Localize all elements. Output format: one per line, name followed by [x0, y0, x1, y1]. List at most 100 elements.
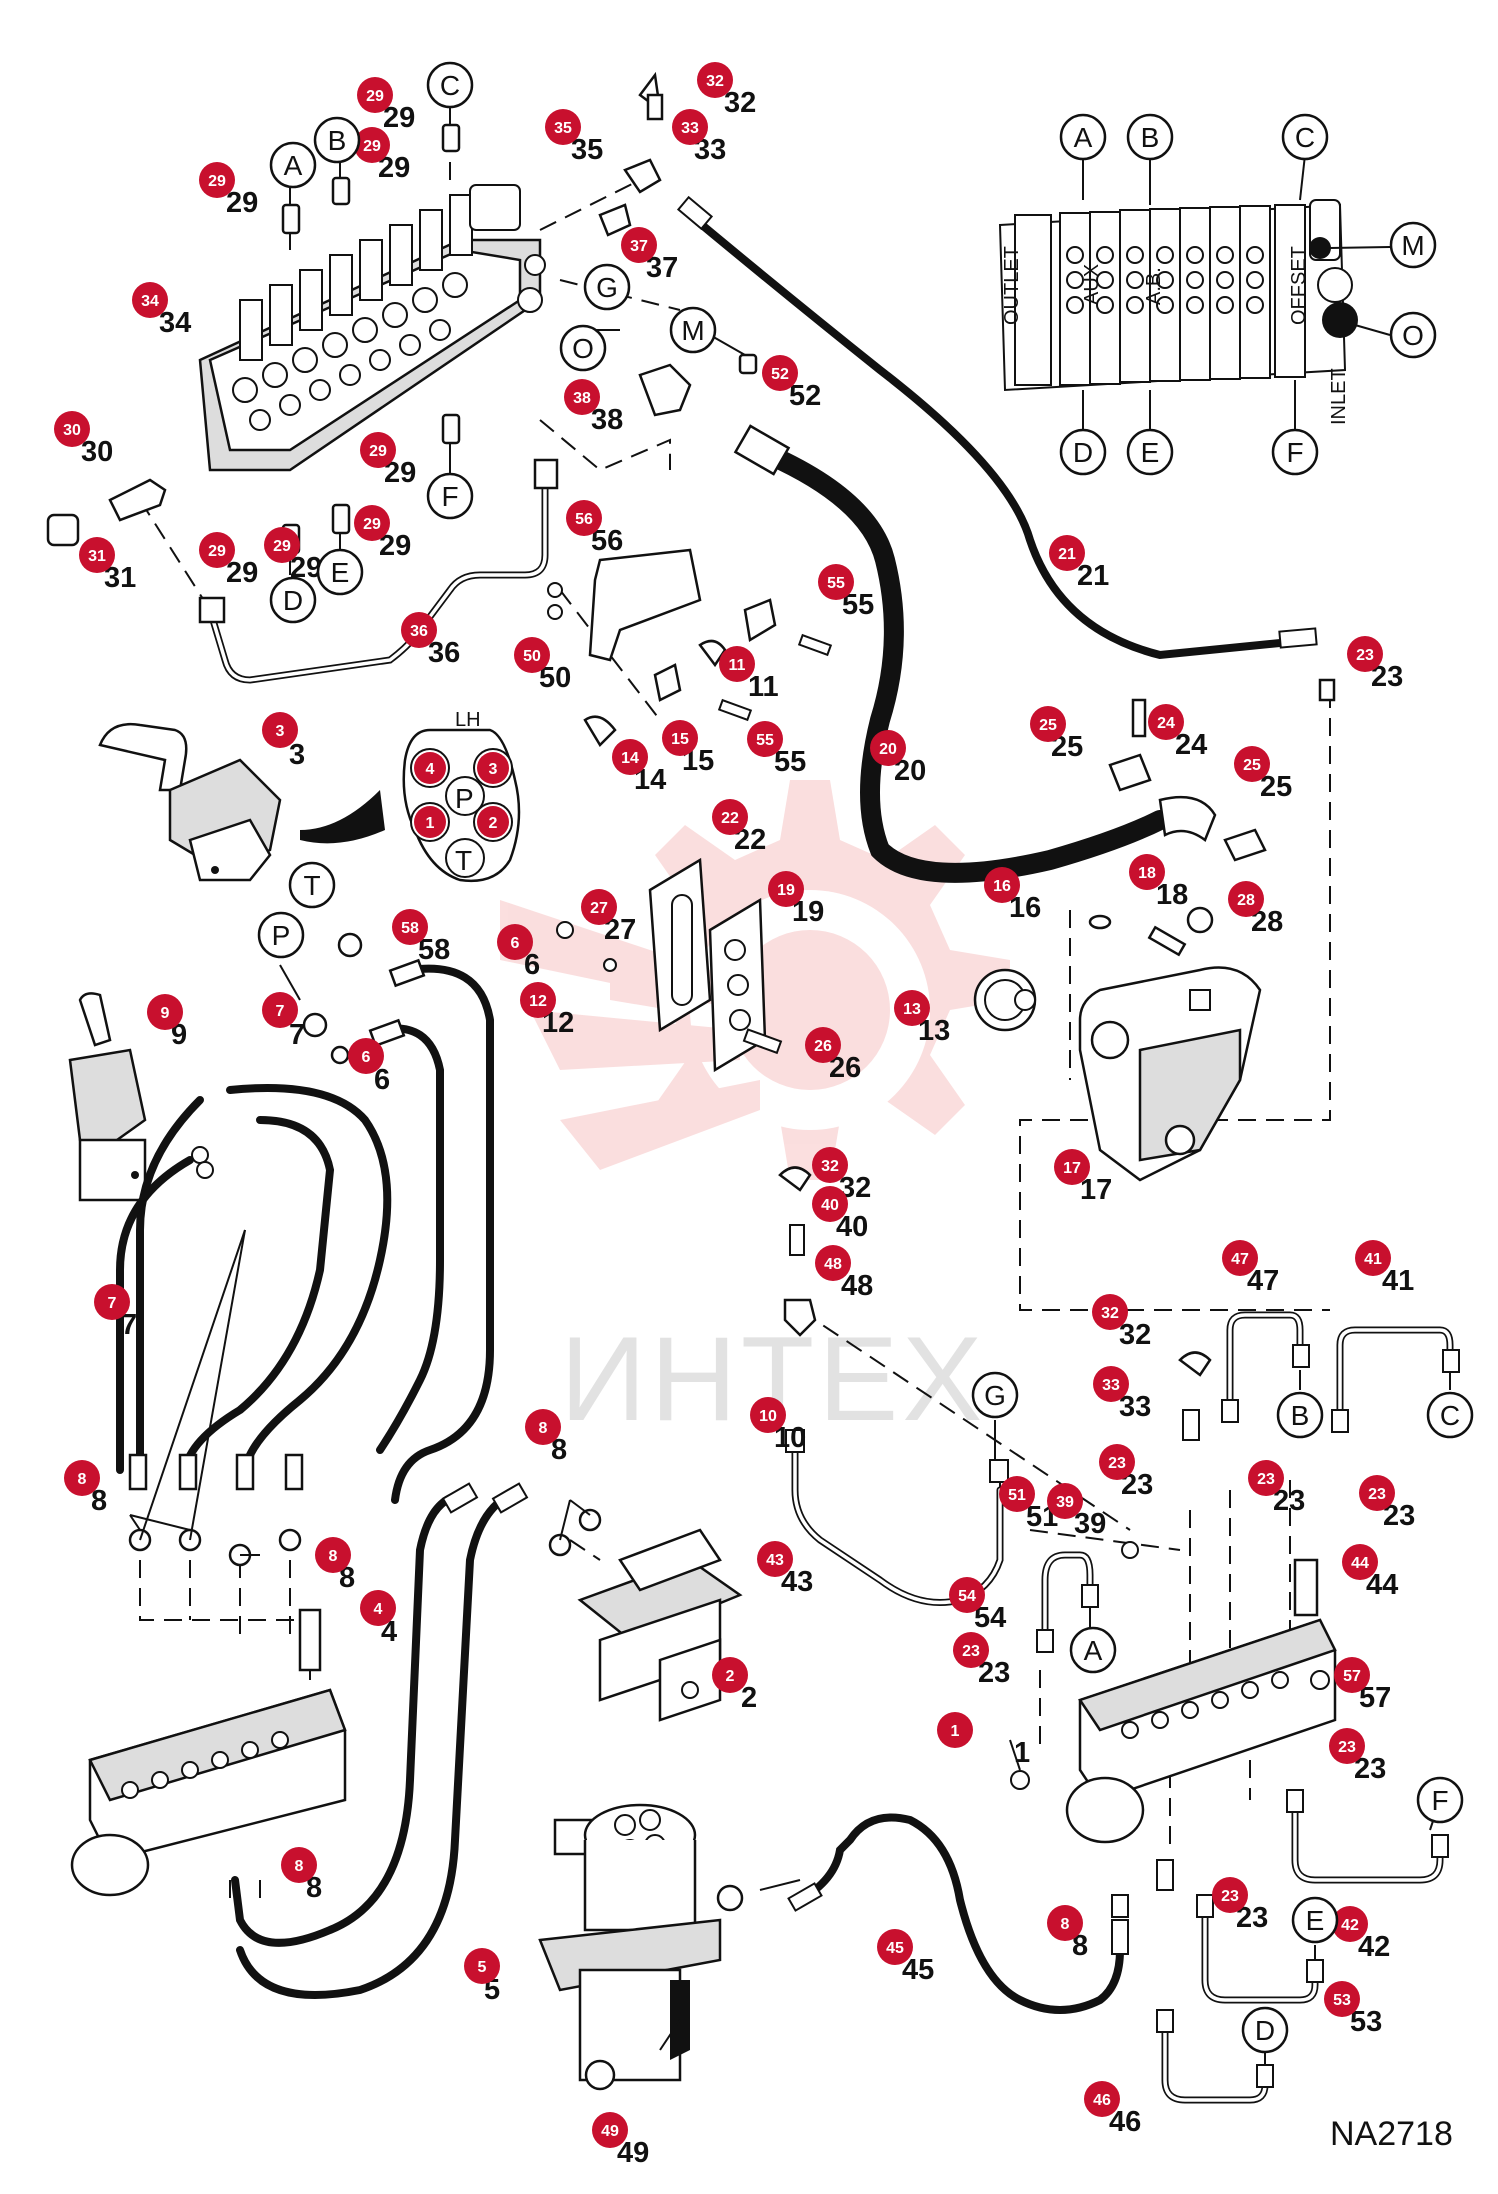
callout-badge-51 [999, 1476, 1035, 1512]
hydraulic-pump [973, 966, 1262, 1182]
callout-badge-text-53: 53 [1333, 1992, 1351, 2009]
callout-number-36: 36 [428, 637, 460, 669]
swivel-49 [538, 1803, 722, 2091]
callout-badge-23 [953, 1632, 989, 1668]
callout-badge-25 [1234, 746, 1270, 782]
pattern-port-4 [414, 752, 446, 784]
callout-badge-2 [712, 1657, 748, 1693]
port-label-m: M [681, 315, 704, 346]
callout-number-48: 48 [841, 1270, 873, 1302]
callout-badge-21 [1049, 535, 1085, 571]
port-label-g: G [984, 1380, 1006, 1411]
callout-badge-57 [1334, 1657, 1370, 1693]
pilot-hoses [116, 964, 494, 1504]
port-marker-c [1281, 113, 1329, 161]
port-label-g: G [596, 272, 618, 303]
port-label-a: A [1084, 1635, 1103, 1666]
callout-badge-text-23: 23 [1338, 1739, 1356, 1756]
callout-badge-50 [514, 637, 550, 673]
port-marker-p [257, 911, 305, 959]
gasket-22 [648, 857, 712, 1033]
callout-badge-29 [199, 532, 235, 568]
callout-badge-text-34: 34 [141, 293, 159, 310]
port-marker-c [426, 61, 474, 109]
callout-badge-58 [392, 909, 428, 945]
callout-badge-29 [360, 432, 396, 468]
callout-number-8: 8 [306, 1872, 322, 1904]
valve-label-ab: A.B. [1143, 267, 1165, 305]
bracket-56 [547, 548, 833, 748]
callout-badge-7 [262, 992, 298, 1028]
callout-number-32: 32 [1119, 1319, 1151, 1351]
callout-badge-text-20: 20 [879, 741, 897, 758]
callout-badge-14 [612, 739, 648, 775]
callout-badge-36 [401, 612, 437, 648]
callout-number-2: 2 [741, 1682, 757, 1714]
port-label-m: M [1401, 230, 1424, 261]
callout-badge-text-6: 6 [511, 935, 520, 952]
callout-badge-33 [1093, 1366, 1129, 1402]
callout-badge-34 [132, 282, 168, 318]
callout-badge-text-43: 43 [766, 1552, 784, 1569]
pattern-port-p: P [455, 783, 474, 814]
port-label-f: F [1286, 437, 1303, 468]
callout-number-7: 7 [121, 1309, 137, 1341]
callout-badge-45 [877, 1929, 913, 1965]
port-marker-b [313, 116, 361, 164]
callout-badge-text-29: 29 [208, 543, 226, 560]
callout-badge-text-28: 28 [1237, 892, 1255, 909]
callout-badge-text-29: 29 [366, 88, 384, 105]
callout-number-29: 29 [226, 187, 258, 219]
port-label-a: A [284, 150, 303, 181]
plate-19 [556, 897, 783, 1073]
callout-badge-8 [64, 1460, 100, 1496]
callout-badge-text-29: 29 [363, 516, 381, 533]
callout-badge-55 [818, 564, 854, 600]
callout-badge-text-38: 38 [573, 390, 591, 407]
callout-badge-text-19: 19 [777, 882, 795, 899]
callout-badge-text-5: 5 [478, 1959, 487, 1976]
port-marker-e [316, 548, 364, 596]
callout-number-35: 35 [571, 134, 603, 166]
port-marker-a [1069, 1626, 1117, 1674]
callout-badge-text-47: 47 [1231, 1251, 1249, 1268]
callout-badge-text-8: 8 [329, 1548, 338, 1565]
callout-badge-35 [545, 109, 581, 145]
callout-number-34: 34 [159, 307, 191, 339]
callout-badge-4 [360, 1590, 396, 1626]
callout-badge-20 [870, 730, 906, 766]
callout-badge-text-7: 7 [108, 1295, 117, 1312]
callout-badge-text-16: 16 [993, 878, 1011, 895]
callout-number-53: 53 [1350, 2006, 1382, 2038]
callout-badge-text-50: 50 [523, 648, 541, 665]
port-label-e: E [1306, 1905, 1325, 1936]
pilot-manifold-right [1010, 1541, 1337, 1844]
port-marker-a [269, 141, 317, 189]
callout-badge-text-35: 35 [554, 120, 572, 137]
callout-badge-text-8: 8 [1061, 1916, 1070, 1933]
callout-badge-23 [1248, 1460, 1284, 1496]
valve-label-inlet: INLET [1328, 368, 1350, 425]
callout-number-39: 39 [1074, 1508, 1106, 1540]
callout-badge-text-10: 10 [759, 1408, 777, 1425]
pilot-manifold-left [70, 1608, 347, 1897]
port-marker-o [559, 324, 607, 372]
callout-badge-text-37: 37 [630, 238, 648, 255]
callout-badge-39 [1047, 1483, 1083, 1519]
callout-badge-8 [315, 1537, 351, 1573]
callout-number-3: 3 [289, 739, 305, 771]
callout-badge-28 [1228, 881, 1264, 917]
port-label-d: D [1255, 2015, 1275, 2046]
hose-20 [760, 445, 1170, 883]
port-marker-e [1126, 428, 1174, 476]
callout-badge-text-57: 57 [1343, 1668, 1361, 1685]
port-marker-g [971, 1371, 1019, 1419]
callout-badge-29 [357, 77, 393, 113]
callout-number-52: 52 [789, 380, 821, 412]
callout-badge-text-14: 14 [621, 750, 639, 767]
callout-badge-text-45: 45 [886, 1940, 904, 1957]
callout-badge-text-7: 7 [276, 1003, 285, 1020]
port-marker-d [269, 576, 317, 624]
port-label-c: C [440, 70, 460, 101]
port-label-e: E [331, 557, 350, 588]
